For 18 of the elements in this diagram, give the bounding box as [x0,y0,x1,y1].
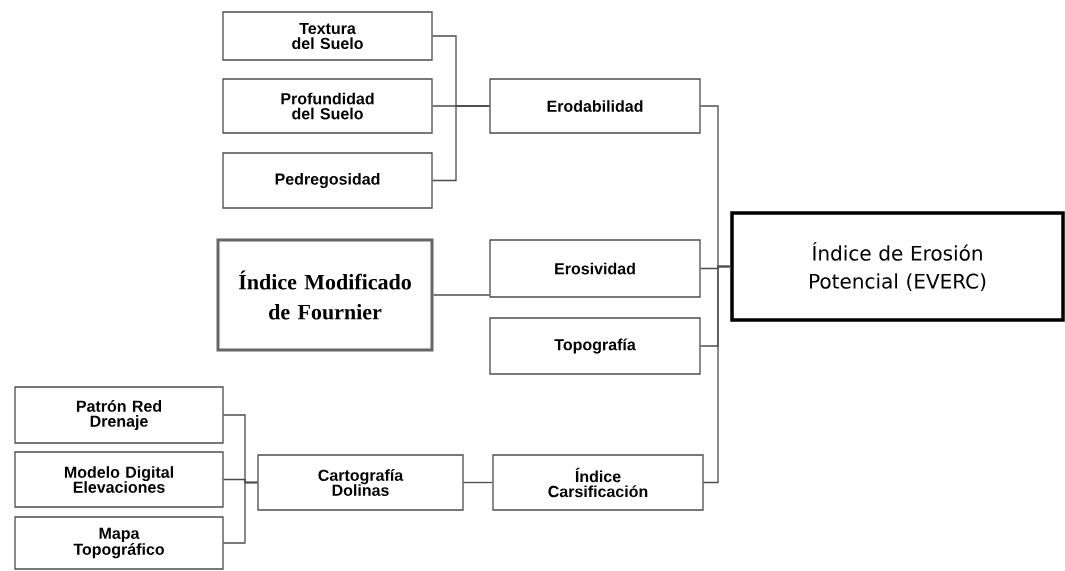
factor-box: Erodabilidad [489,78,701,134]
connector-line [463,481,493,484]
factor-box: Patrón Red Drenaje [14,386,224,444]
method-box: Índice Modificado de Fournier [216,238,434,352]
factor-box: Textura del Suelo [222,11,433,61]
factor-box: Índice Carsificación [492,454,704,511]
connector-line [432,294,490,296]
factor-box: Pedregosidad [222,152,433,209]
connector-line [223,481,258,544]
factor-box: Erosividad [489,239,701,298]
factor-box: Cartografía Dolinas [257,454,464,511]
factor-box: Mapa Topográfico [14,516,224,570]
connector-line [703,265,731,484]
connector-line [432,105,490,182]
factor-box: Profundidad del Suelo [222,78,433,134]
result-box: Índice de Erosión Potencial (EVERC) [730,211,1065,322]
factor-box: Modelo Digital Elevaciones [14,451,224,508]
factor-box: Topografía [489,317,701,375]
